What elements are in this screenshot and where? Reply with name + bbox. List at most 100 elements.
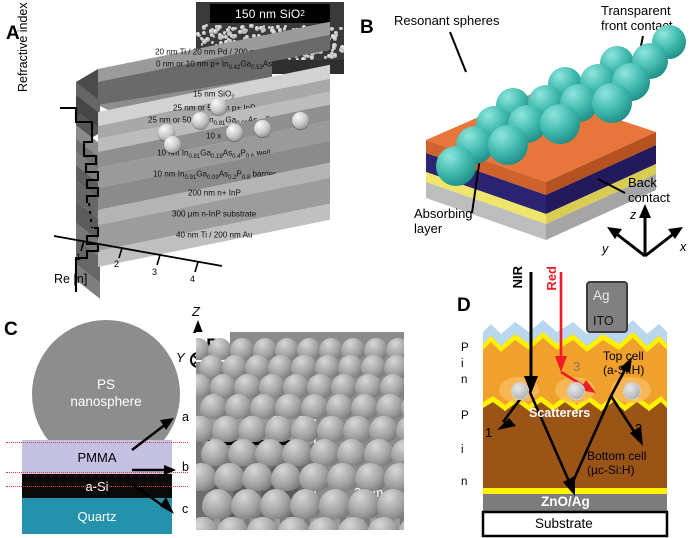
panel-c-interface-dash [6, 442, 188, 443]
panel-c-layer: Quartz [22, 498, 172, 534]
sem-inset-particle [211, 40, 215, 44]
axis-label-y: y [602, 242, 609, 256]
sem-nanodome [199, 393, 228, 420]
sem-inset-particle [233, 33, 237, 38]
sem-inset-particle [339, 26, 344, 31]
sem-inset-particle [217, 24, 222, 30]
ito-label: ITO [593, 314, 614, 328]
sem-inset-caption-text: 150 nm SiO [234, 6, 301, 21]
sem-nanodome [200, 438, 231, 466]
sem-nanodome [377, 489, 404, 519]
axis-label-x: x [680, 240, 687, 254]
sem-inset-particle [226, 30, 232, 36]
top-cell-n-label: n [461, 374, 468, 386]
sem-inset-particle [211, 27, 215, 31]
sem-inset-particle [216, 27, 221, 31]
sem-nanodome [401, 393, 404, 420]
sem-nanodome [275, 393, 303, 420]
panel-c-ray-label: c [182, 502, 189, 516]
sem-nanodome [309, 438, 340, 466]
sem-inset-particle [204, 24, 208, 27]
sem-nanodome [383, 463, 404, 492]
sem-nanodome [376, 393, 404, 420]
sem-inset-particle [220, 35, 225, 39]
sem-inset-particle [259, 25, 264, 31]
nir-beam-label: NIR [510, 266, 525, 289]
ps-nanosphere-line1: PS [96, 377, 115, 393]
scatterer-particle [511, 382, 529, 400]
sem-nanodome [363, 338, 388, 361]
sem-inset-particle [233, 27, 237, 30]
sem-nanodome [214, 463, 245, 492]
panel-c-layer-label: PMMA [77, 449, 117, 465]
resonant-sphere [592, 83, 632, 123]
sem-nanodome [395, 415, 404, 442]
sem-inset-particle [209, 33, 214, 38]
sem-nanodome [319, 338, 344, 361]
sem-inset-particle [197, 33, 202, 38]
sem-inset-particle [327, 53, 332, 59]
sem-nanodome [397, 516, 404, 530]
sem-inset-particle [329, 55, 335, 60]
sem-inset-particle [200, 43, 204, 46]
sem-nanodome [196, 373, 213, 398]
sem-nanodome [337, 355, 363, 379]
sem-nanodome [290, 415, 320, 442]
bottom-cell-label-line1: Bottom cell [587, 449, 647, 463]
panel-c-layer: PMMA [22, 440, 172, 474]
sem-inset-particle [341, 46, 344, 51]
sem-inset-particle [267, 26, 271, 29]
top-cell-label-line2: (a-Si:H) [603, 363, 645, 377]
ray-label-2: 2 [635, 421, 643, 436]
sem-inset-particle [284, 25, 288, 28]
sem-inset-particle [271, 25, 275, 29]
sem-inset-caption-sub: 2 [300, 9, 306, 18]
sem-nanodome [228, 438, 258, 466]
sem-inset-particle [276, 25, 280, 29]
sem-nanodome [231, 489, 263, 519]
sem-nanodome [274, 338, 299, 361]
sem-nanodome [391, 438, 404, 466]
panel-a-letter: A [6, 23, 20, 44]
panel-c-interface-dash [6, 472, 188, 473]
panel-a-layer-label: 300 µm n-InP substrate [171, 209, 257, 219]
sem-inset-particle [330, 51, 334, 55]
sem-nanodome [317, 415, 346, 442]
sem-inset-particle [201, 31, 206, 35]
sem-nanodome [260, 489, 293, 519]
sem-nanodome [224, 393, 253, 420]
sem-nanodome [289, 489, 322, 519]
sem-nanodome [216, 516, 250, 530]
panel-d-letter: D [457, 295, 471, 316]
panel-a-x-axis-label: Re [n] [54, 272, 88, 286]
resonant-sphere [488, 125, 528, 165]
resonant-sphere [540, 104, 580, 144]
sem-inset-particle [201, 25, 207, 30]
panel-d-device: P i n P i n 1 2 3 Scatterers Top cell (a… [461, 266, 669, 538]
sem-nanodome [318, 489, 351, 519]
sem-nanodome [341, 338, 366, 361]
panel-a-layer-label: 0 nm or 10 nm p+ In0.42Ga0.53As [155, 59, 273, 72]
scatterer-particle [567, 382, 585, 400]
top-cell-label-line1: Top cell [603, 349, 644, 363]
ps-nanosphere-line2: nanosphere [70, 394, 142, 409]
ray-label-3: 3 [573, 359, 581, 374]
sem-nanodome [242, 463, 274, 492]
back-reflector-label: ZnO/Ag [541, 494, 590, 509]
sem-inset-particle [330, 34, 336, 39]
sem-nanodome [291, 355, 317, 379]
sem-nanodome [337, 516, 370, 530]
sem-inset-particle [332, 53, 338, 59]
sem-nanodome [212, 415, 241, 442]
bottom-cell-label-line2: (µc-Si:H) [587, 463, 635, 477]
panel-c-layer-label: Quartz [77, 508, 117, 524]
sem-nanodome [343, 415, 372, 442]
bottom-cell-n-label: n [461, 476, 468, 488]
sem-inset-particle [225, 28, 230, 33]
sem-nanodome [298, 463, 330, 492]
panel-b: B Resonant spheres Transparent front con… [352, 0, 692, 292]
sem-inset-particle [341, 49, 344, 53]
sem-nanodome [350, 393, 379, 420]
